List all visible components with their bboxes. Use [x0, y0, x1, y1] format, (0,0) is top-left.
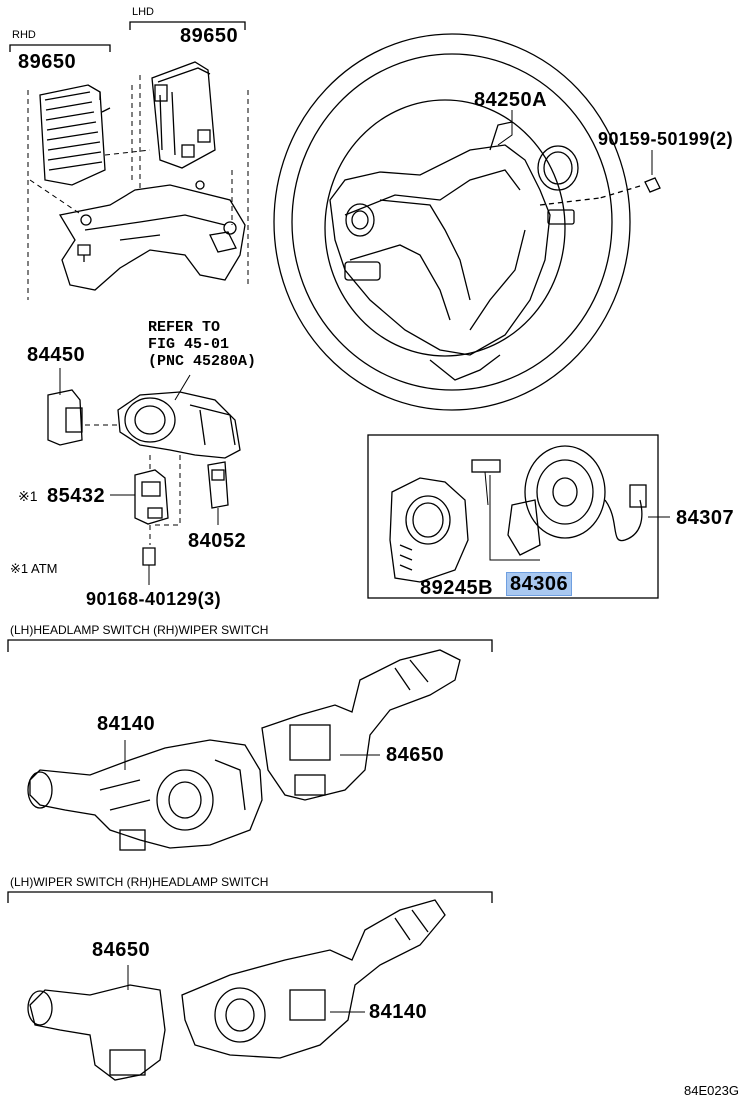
part-label-84306-highlighted[interactable]: 84306	[505, 572, 573, 596]
part-label-84450[interactable]: 84450	[27, 344, 86, 366]
part-89245b[interactable]	[389, 477, 469, 583]
column-cover-assembly	[85, 374, 241, 459]
part-label-89650-lhd[interactable]: 89650	[180, 25, 239, 47]
headlamp-switch-84140-a[interactable]	[27, 739, 263, 851]
headlamp-switch-84140-b[interactable]	[181, 899, 446, 1059]
part-label-84650-b[interactable]: 84650	[92, 939, 151, 961]
part-label-84140-a[interactable]: 84140	[97, 713, 156, 735]
leader-84250a	[497, 110, 513, 146]
wire-84307[interactable]	[604, 484, 670, 542]
part-label-89650-rhd[interactable]: 89650	[18, 51, 77, 73]
figure-code: 84E023G	[684, 1083, 739, 1098]
refer-line-2: FIG 45-01	[148, 335, 230, 353]
part-label-89245b[interactable]: 89245B	[420, 577, 494, 599]
screw-rhd	[77, 244, 91, 262]
steering-angle-sensor-ecu-lhd[interactable]	[151, 61, 216, 169]
part-label-90159-50199[interactable]: 90159-50199(2)	[598, 129, 734, 149]
lhd-bracket	[129, 21, 246, 30]
section-bracket-2	[7, 891, 493, 903]
part-label-84650-a[interactable]: 84650	[386, 744, 445, 766]
part-label-90168-40129[interactable]: 90168-40129(3)	[86, 589, 222, 609]
section-title-headlamp-wiper: (LH)HEADLAMP SWITCH (RH)WIPER SWITCH	[10, 623, 269, 637]
part-label-84052[interactable]: 84052	[188, 530, 247, 552]
refer-line-1: REFER TO	[148, 319, 221, 336]
rhd-bracket	[9, 44, 111, 52]
rhd-label: RHD	[12, 29, 36, 41]
wheel-bolt	[539, 177, 661, 206]
wiper-switch-84650-b[interactable]	[27, 965, 166, 1081]
steering-wheel[interactable]	[273, 33, 631, 411]
refer-note[interactable]: REFER TO FIG 45-01 (PNC 45280A)	[148, 319, 257, 370]
section-bracket-1	[7, 639, 493, 652]
part-label-85432[interactable]: 85432	[47, 485, 106, 507]
dashed-leaders-mid	[149, 455, 181, 545]
atm-mark: ※1	[18, 488, 38, 504]
section-title-wiper-headlamp: (LH)WIPER SWITCH (RH)HEADLAMP SWITCH	[10, 875, 269, 889]
refer-line-3: (PNC 45280A)	[148, 352, 257, 370]
switch-84052[interactable]	[207, 461, 229, 525]
lhd-label: LHD	[132, 6, 155, 18]
part-label-84250a[interactable]: 84250A	[474, 89, 548, 111]
part-label-84307[interactable]: 84307	[676, 507, 735, 529]
column-bracket	[58, 180, 246, 291]
switch-85432[interactable]	[110, 469, 169, 525]
atm-note: ※1 ATM	[10, 561, 58, 576]
steering-angle-sensor-ecu-rhd[interactable]	[39, 84, 111, 186]
wiper-switch-84650-a[interactable]	[261, 649, 461, 801]
part-label-84140-b[interactable]: 84140	[369, 1001, 428, 1023]
spiral-cable-84306[interactable]	[471, 445, 606, 561]
switch-84450[interactable]	[47, 368, 83, 446]
dashed-leaders-top-left	[27, 75, 249, 300]
screw-90168	[142, 547, 156, 585]
